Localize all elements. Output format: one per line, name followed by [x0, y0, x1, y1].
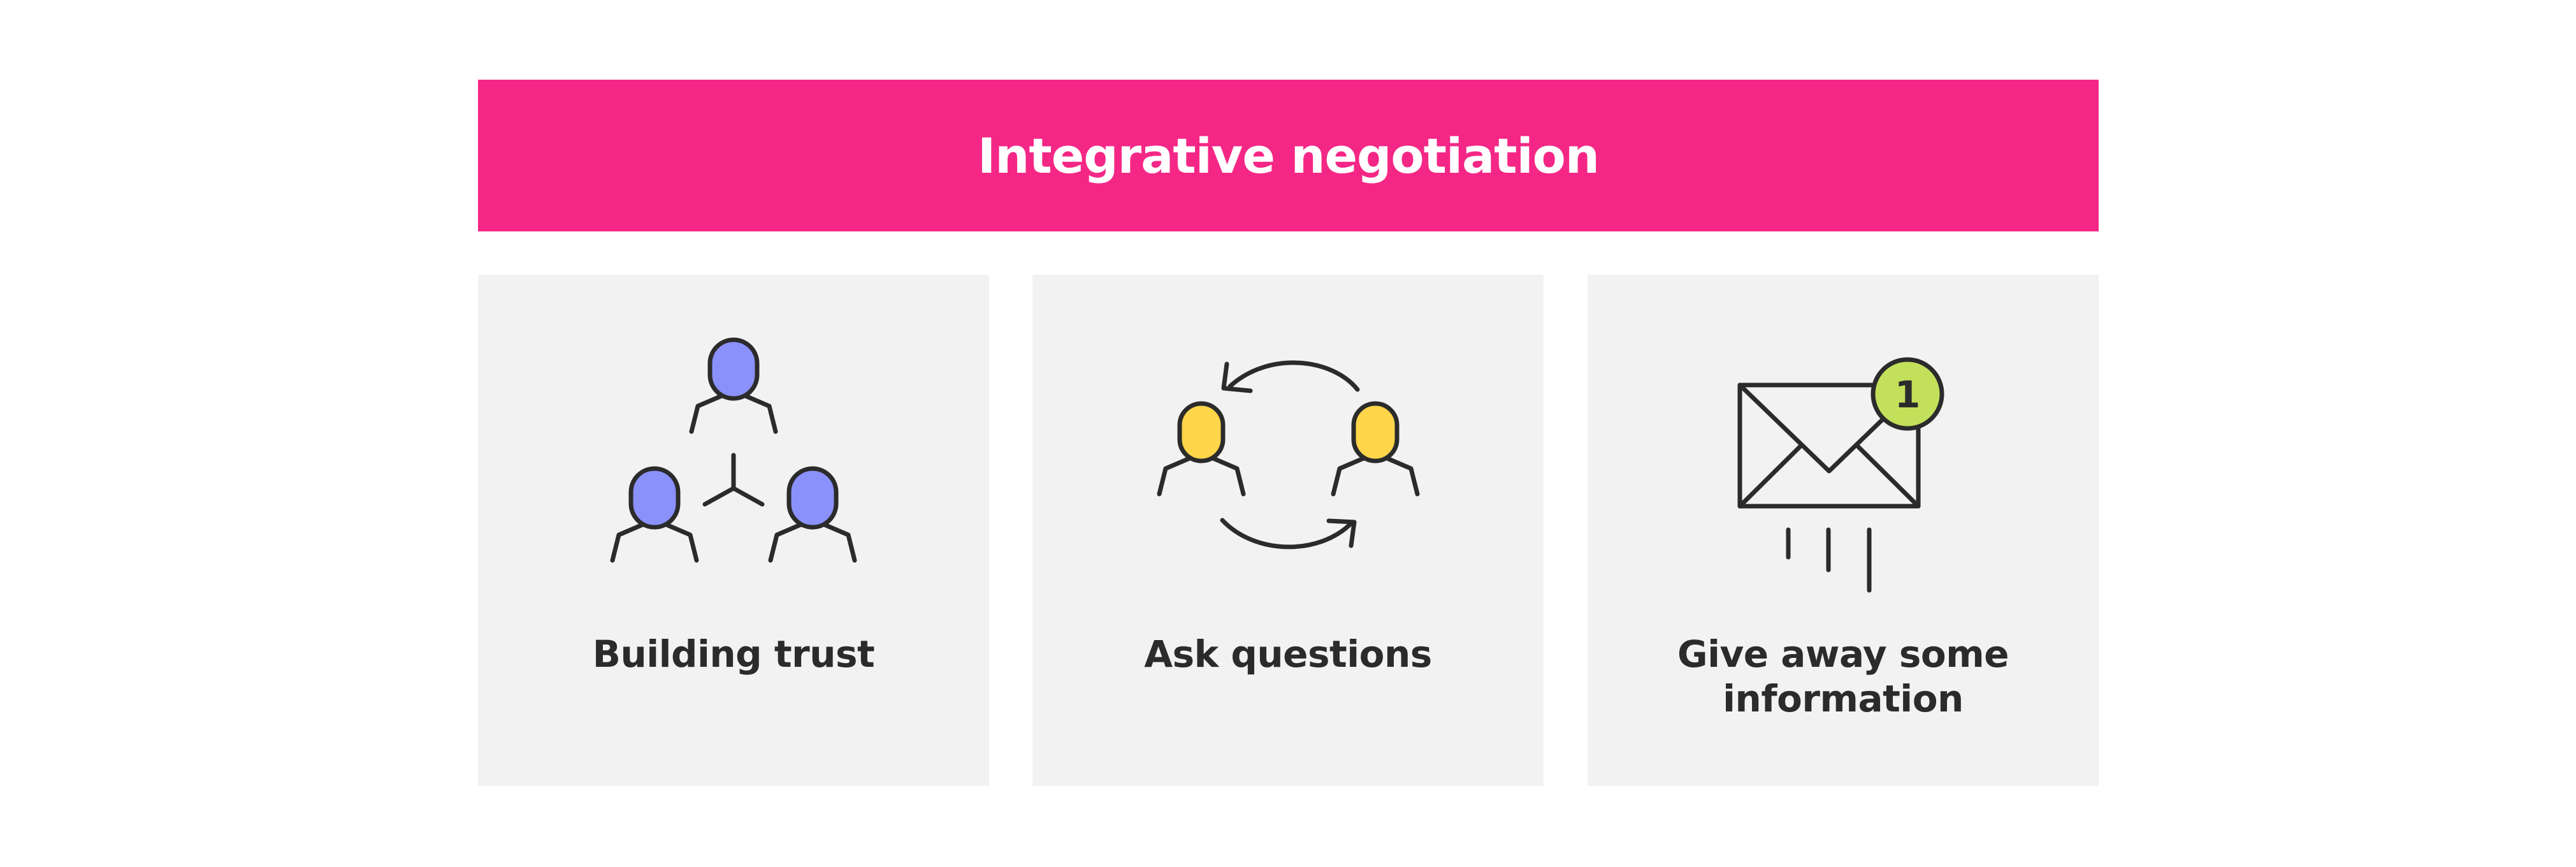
arrow-bottom — [1220, 518, 1357, 550]
card-label-line-1: Give away some — [1677, 632, 2009, 676]
card-building-trust: Building trust — [478, 275, 989, 786]
card-label-building-trust: Building trust — [592, 632, 875, 676]
card-label-line-2: information — [1723, 677, 1964, 720]
arrow-top — [1221, 360, 1360, 393]
conversation-exchange-icon — [1032, 360, 1544, 550]
person-bottom-right — [771, 466, 855, 560]
person-left — [1159, 401, 1243, 494]
card-give-away-information: 1 Give away some information — [1588, 275, 2099, 786]
envelope-notification-icon: 1 — [1737, 357, 1944, 593]
card-ask-questions: Ask questions — [1032, 275, 1544, 786]
team-hierarchy-icon — [478, 337, 989, 632]
title-banner: Integrative negotiation — [478, 80, 2099, 231]
person-right — [1333, 401, 1417, 494]
person-bottom-left — [612, 466, 697, 560]
page-title: Integrative negotiation — [978, 127, 1600, 184]
hierarchy-connector — [702, 453, 765, 507]
badge-count: 1 — [1895, 373, 1920, 416]
person-top — [691, 337, 776, 432]
card-label-ask-questions: Ask questions — [1144, 632, 1432, 676]
card-label-give-away-information: Give away some information — [1588, 632, 2099, 721]
motion-lines — [1786, 527, 1872, 593]
notification-badge: 1 — [1870, 357, 1944, 431]
